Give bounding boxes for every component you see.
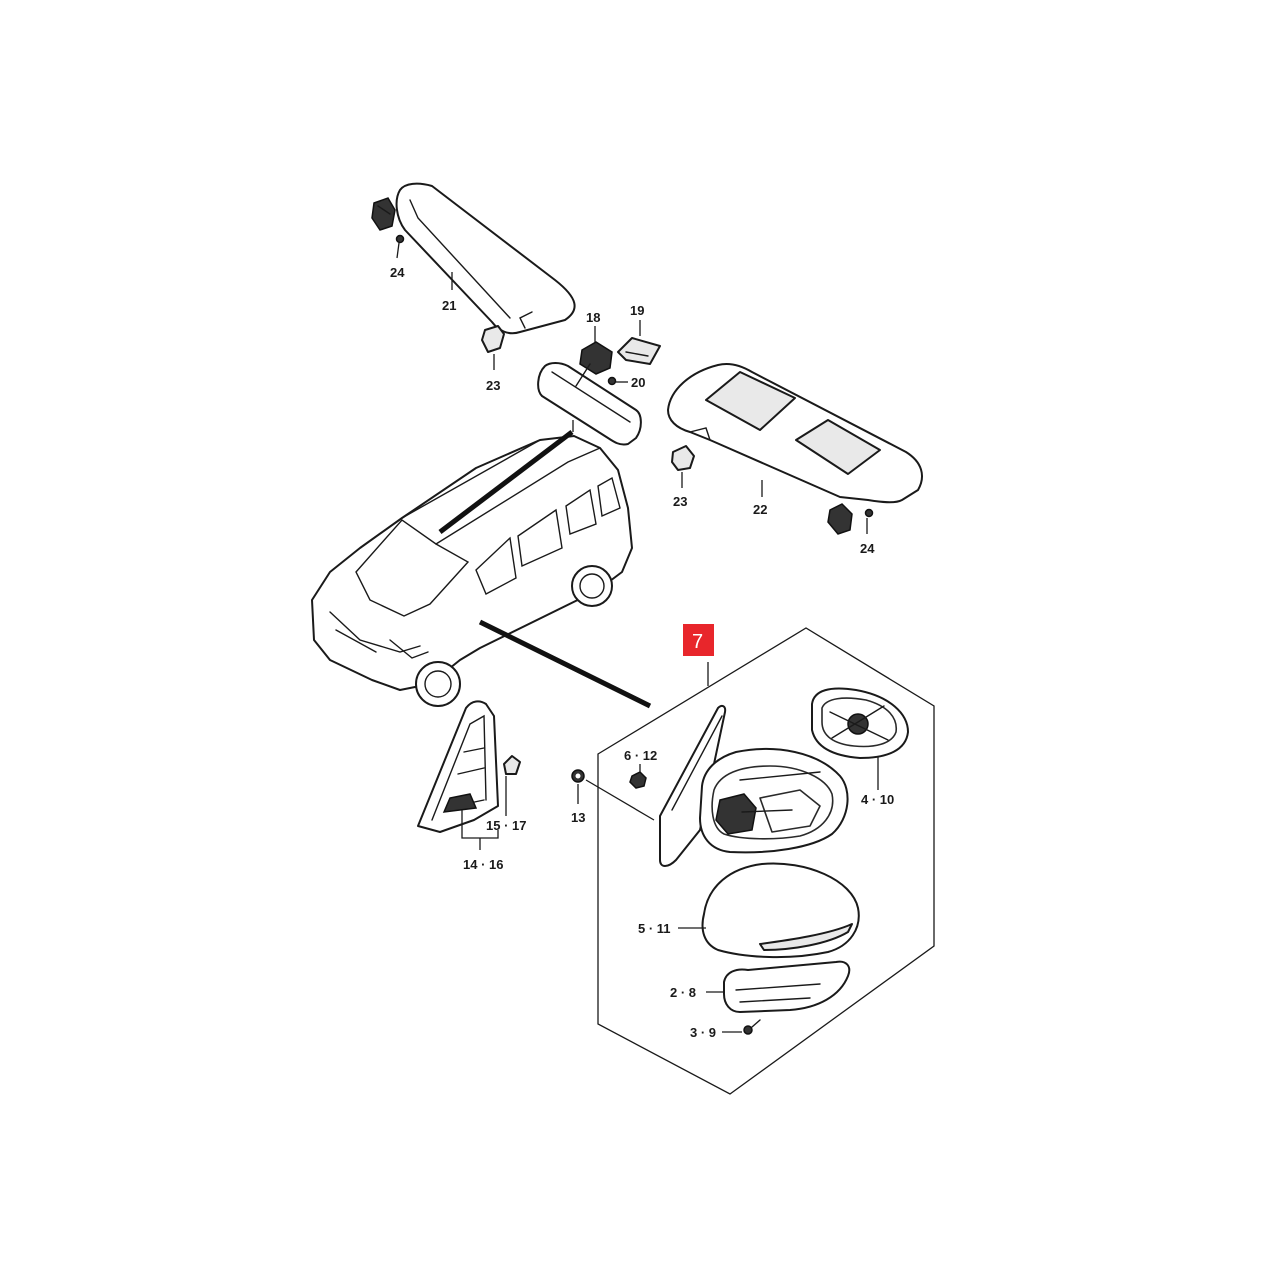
sun-visor-right xyxy=(667,362,923,504)
turn-signal-screw xyxy=(722,1019,761,1035)
label-2-8: 2 · 8 xyxy=(670,985,696,1000)
visor-holder-left xyxy=(481,325,505,370)
mirror-mount xyxy=(575,326,613,387)
label-3-9: 3 · 9 xyxy=(690,1025,716,1040)
pointer-to-rearview xyxy=(438,430,574,534)
visor-hinge-left xyxy=(371,197,396,231)
label-23-left: 23 xyxy=(486,378,500,393)
label-5-11: 5 · 11 xyxy=(638,921,671,936)
pointer-to-door-mirror xyxy=(478,619,652,709)
bracket-14-16 xyxy=(461,810,499,850)
label-18: 18 xyxy=(586,310,600,325)
label-23-right: 23 xyxy=(673,494,687,509)
label-14-16: 14 · 16 xyxy=(463,857,503,872)
visor-holder-right xyxy=(671,445,695,488)
callout-badge-7 xyxy=(683,624,714,656)
mirror-glass xyxy=(811,687,909,790)
label-13: 13 xyxy=(571,810,585,825)
turn-signal-lamp xyxy=(706,960,851,1013)
screw-top-left xyxy=(395,234,405,259)
mirror-cap xyxy=(678,862,860,959)
mirror-base xyxy=(659,704,727,867)
vehicle-outline xyxy=(311,435,633,707)
garnish-clip xyxy=(503,755,521,816)
assembly-boundary xyxy=(597,627,935,1095)
rearview-mirror xyxy=(537,362,642,446)
mirror-housing xyxy=(699,748,849,854)
mirror-screw xyxy=(607,376,628,386)
nut xyxy=(629,764,647,789)
door-garnish xyxy=(417,700,499,833)
label-21: 21 xyxy=(442,298,456,313)
sun-visor-left xyxy=(395,182,576,335)
label-15-17: 15 · 17 xyxy=(486,818,526,833)
label-7: 7 xyxy=(692,631,703,653)
label-6-12: 6 · 12 xyxy=(624,748,657,763)
label-20: 20 xyxy=(631,375,645,390)
label-19: 19 xyxy=(630,303,644,318)
mirror-cover xyxy=(617,320,661,365)
grommet xyxy=(571,769,655,821)
visor-hinge-right xyxy=(827,503,853,535)
screw-right xyxy=(864,508,874,534)
label-4-10: 4 · 10 xyxy=(861,792,894,807)
label-22: 22 xyxy=(753,502,767,517)
label-24-right: 24 xyxy=(860,541,875,556)
label-24-top: 24 xyxy=(390,265,405,280)
